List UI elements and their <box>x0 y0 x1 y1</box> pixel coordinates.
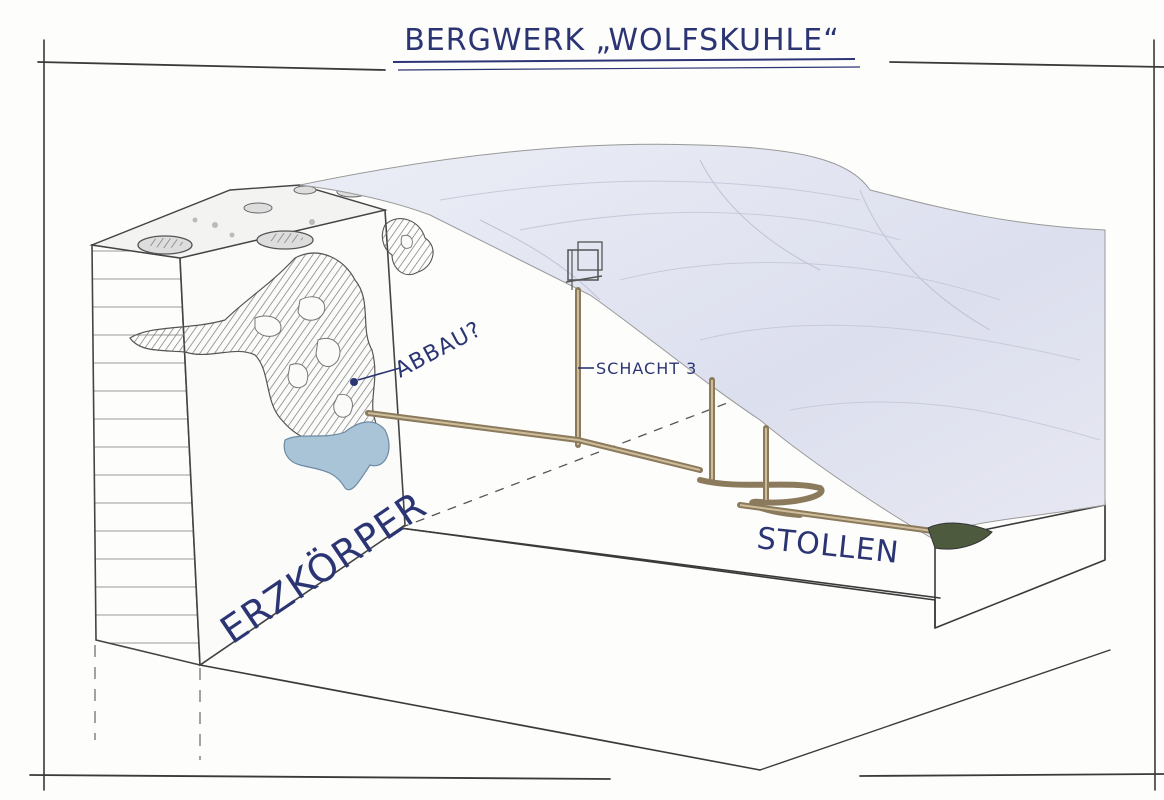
terrain-surface <box>299 143 1106 541</box>
title-underline <box>392 58 856 63</box>
title-group: BERGWERK „WOLFSKUHLE“ <box>392 23 861 71</box>
label-stollen: STOLLEN <box>755 521 901 571</box>
label-abbau: ABBAU? <box>391 317 486 383</box>
ore-body <box>129 218 434 491</box>
title-underline-2 <box>397 66 861 71</box>
label-stollen-group: STOLLEN <box>755 521 901 571</box>
tunnel-exit <box>927 522 993 550</box>
label-schacht-group: SCHACHT 3 <box>578 359 697 378</box>
frame <box>29 39 1164 791</box>
diagram-title: BERGWERK „WOLFSKUHLE“ <box>404 23 840 58</box>
ore-water <box>283 421 390 491</box>
headframe <box>565 241 603 290</box>
label-schacht: SCHACHT 3 <box>596 359 697 378</box>
